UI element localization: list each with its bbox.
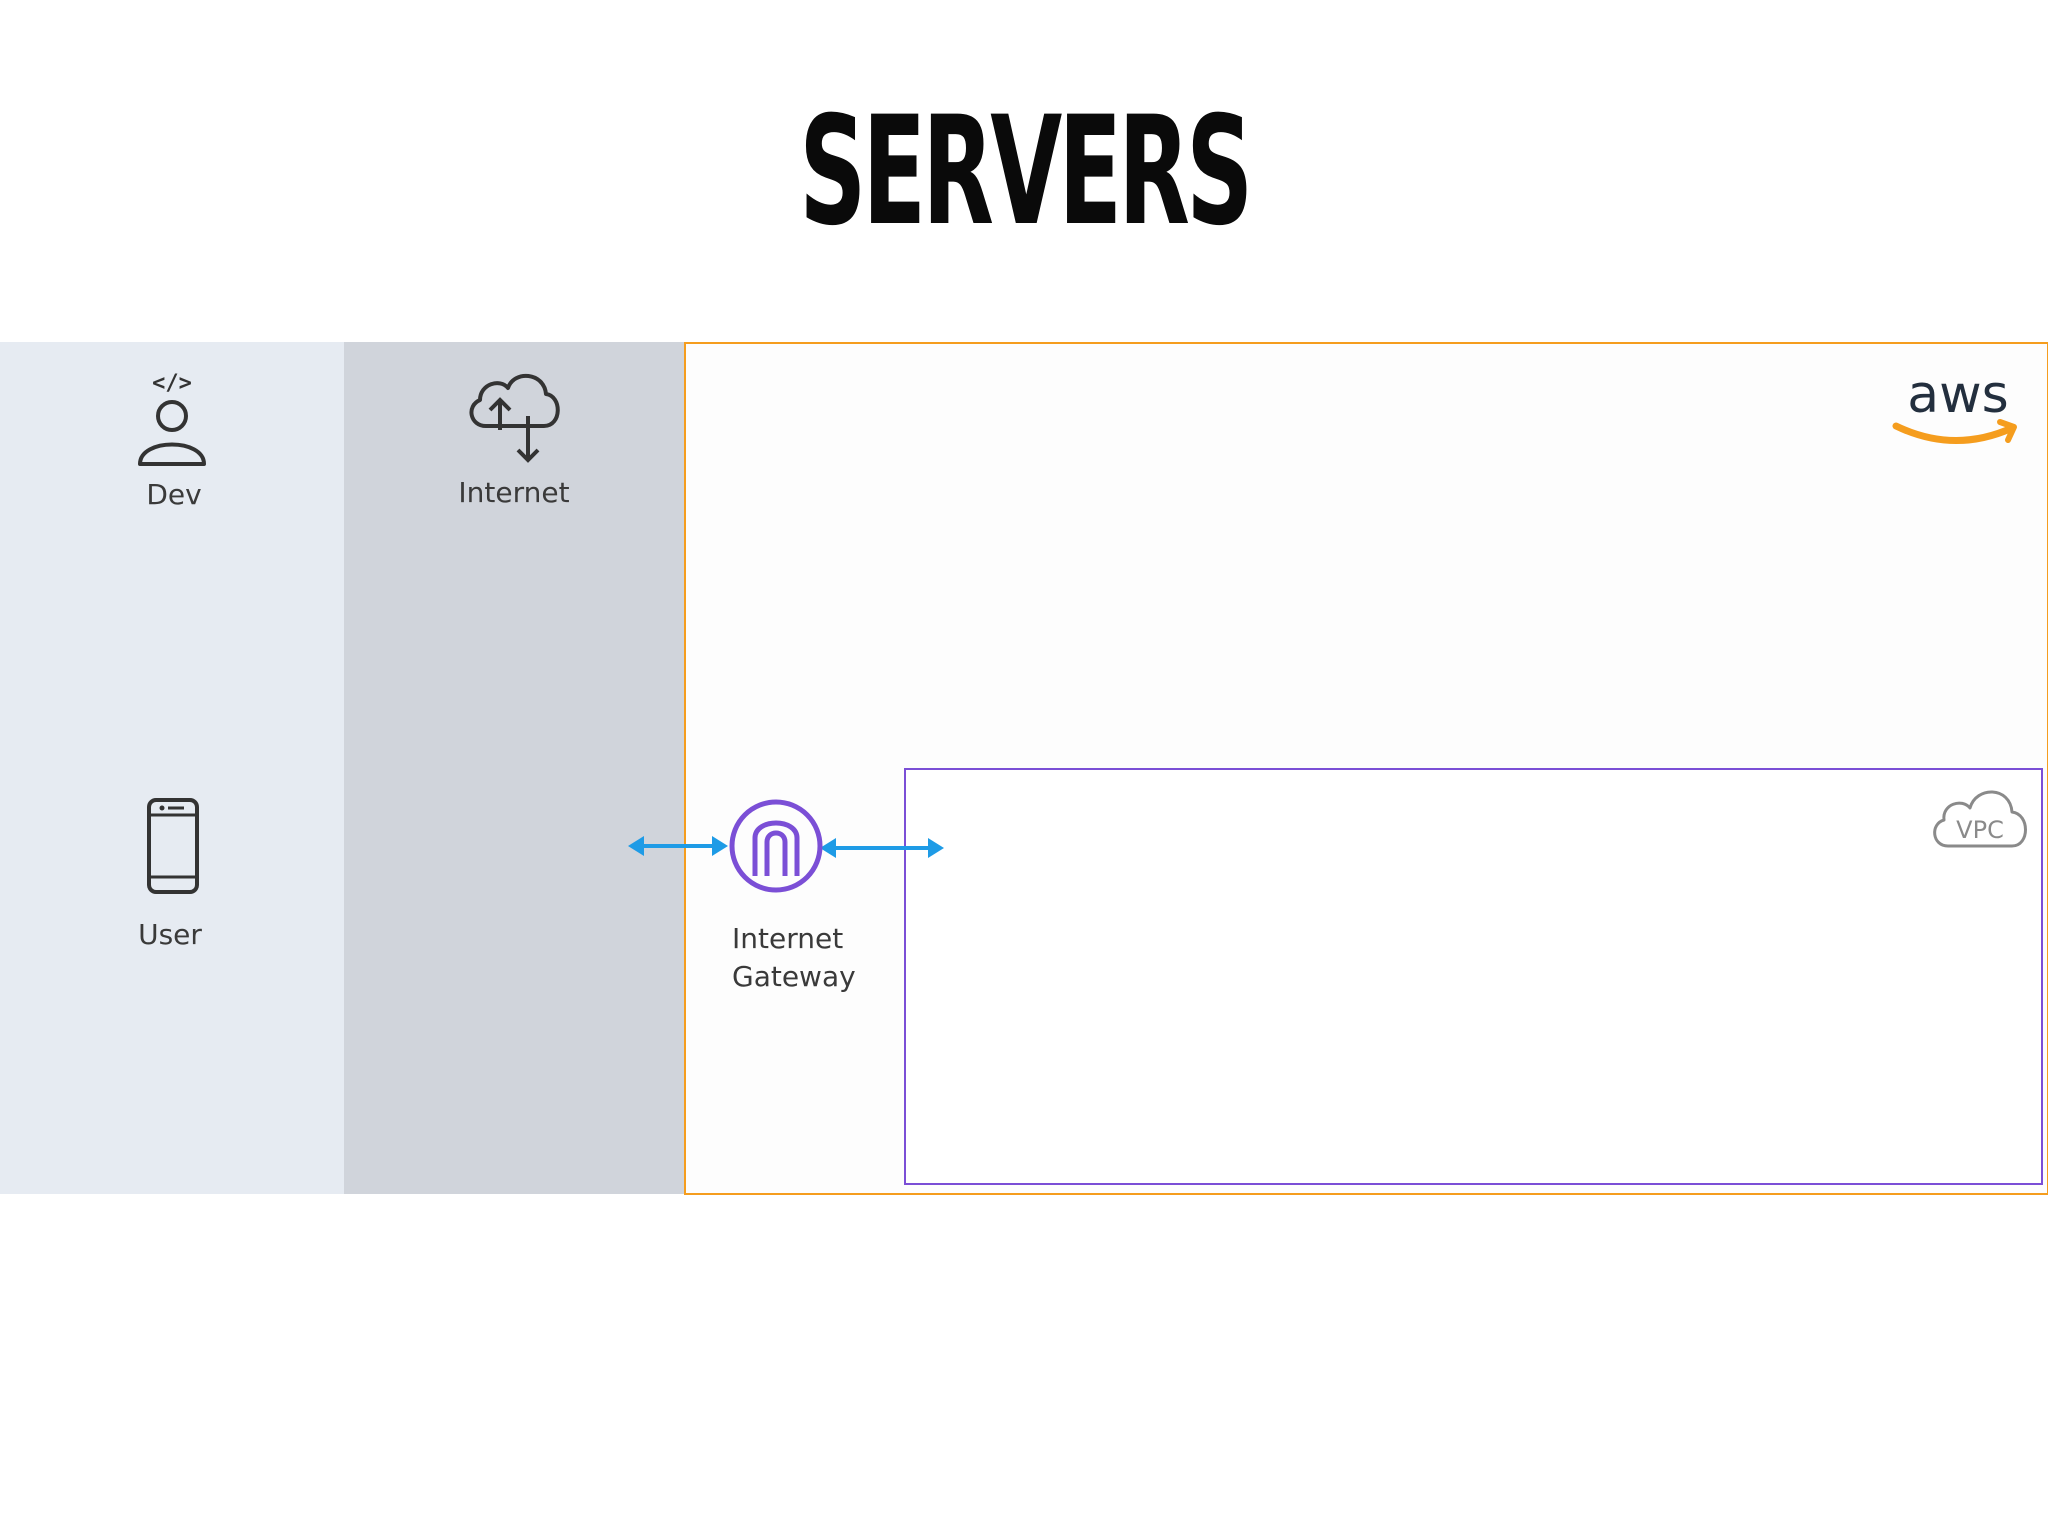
dev-user-lane: [0, 342, 344, 1194]
vpc-boundary: [904, 768, 2043, 1185]
internet-gateway-label: Internet Gateway: [732, 920, 856, 996]
vpc-badge-text: VPC: [1956, 816, 2004, 844]
page-title: SERVERS: [799, 85, 1253, 259]
internet-lane: [344, 342, 684, 1194]
svg-text:</>: </>: [152, 371, 192, 396]
double-arrow-gateway-vpc: [820, 838, 944, 858]
internet-gateway-label-line2: Gateway: [732, 960, 856, 993]
vpc-cloud-icon: VPC: [1933, 790, 2027, 848]
double-arrow-internet-gateway: [628, 836, 728, 856]
mobile-phone-icon: [147, 798, 199, 894]
internet-gateway-label-line1: Internet: [732, 922, 844, 955]
dev-label: Dev: [146, 478, 202, 511]
user-label: User: [138, 918, 202, 951]
developer-user-icon: </>: [138, 371, 206, 466]
aws-logo-icon: aws: [1892, 365, 2017, 444]
internet-label: Internet: [458, 476, 570, 509]
internet-gateway-icon: [729, 799, 823, 893]
cloud-upload-download-icon: [469, 373, 560, 463]
aws-logo-text: aws: [1907, 365, 2009, 425]
